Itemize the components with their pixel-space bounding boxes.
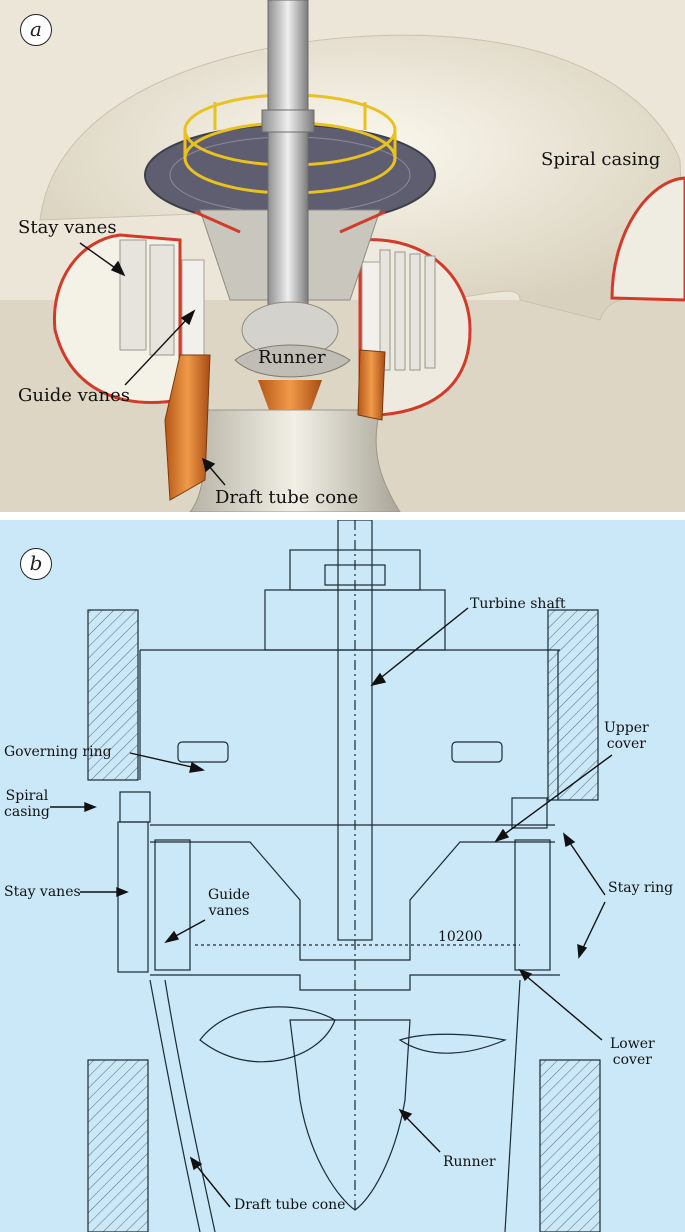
label-turbine-shaft: Turbine shaft [470, 596, 566, 612]
panel-b-tag: b [20, 548, 52, 580]
lower-cover-outline [150, 974, 560, 991]
label-stay-ring: Stay ring [608, 880, 674, 896]
guide-vane-right [514, 839, 551, 971]
guide-vane-left [154, 839, 191, 971]
panel-a-cutaway-illustration: a Spiral casing Stay vanes Guide vanes R… [0, 0, 685, 512]
label-governing-ring: Governing ring [4, 744, 112, 760]
section-drawing [50, 520, 613, 1232]
label-stay-vanes: Stay vanes [18, 217, 117, 238]
label-spiral-casing: Spiral casing [541, 149, 661, 170]
stay-vanes [119, 239, 436, 371]
label-spiral-casing-b: Spiral casing [4, 788, 50, 820]
label-guide-vanes-b: Guide vanes [208, 887, 250, 919]
label-lower-cover: Lower cover [610, 1036, 655, 1068]
label-runner-b: Runner [443, 1154, 496, 1170]
upper-cover-outline [150, 841, 555, 961]
runner-blade-left [199, 1006, 336, 1063]
guide-vanes [181, 259, 381, 361]
stay-vane-left [117, 821, 149, 973]
label-draft-tube-cone: Draft tube cone [215, 487, 359, 508]
runner-blade-right [398, 1033, 508, 1054]
runner-blades [234, 344, 351, 378]
runner-hub [289, 1019, 411, 1211]
panel-b-arrows [50, 607, 613, 1208]
draft-tube-right [504, 979, 521, 1232]
label-dimension: 10200 [438, 929, 483, 945]
draft-tube-left [149, 979, 201, 1232]
label-guide-vanes: Guide vanes [18, 385, 131, 406]
label-runner: Runner [258, 347, 326, 368]
label-draft-tube-cone-b: Draft tube cone [234, 1197, 346, 1213]
label-upper-cover: Upper cover [604, 720, 649, 752]
label-stay-vanes-b: Stay vanes [4, 884, 81, 900]
cutaway-drawing [0, 0, 685, 512]
left-wall-hatch [87, 609, 139, 781]
main-shaft [267, 0, 309, 331]
panel-a-arrows [79, 242, 226, 486]
draft-tube-liner [164, 354, 211, 501]
panel-b-cross-section: b Turbine shaft Upper cover Governing ri… [0, 520, 685, 1232]
right-wall-hatch [547, 609, 599, 801]
panel-a-tag: a [20, 14, 52, 46]
